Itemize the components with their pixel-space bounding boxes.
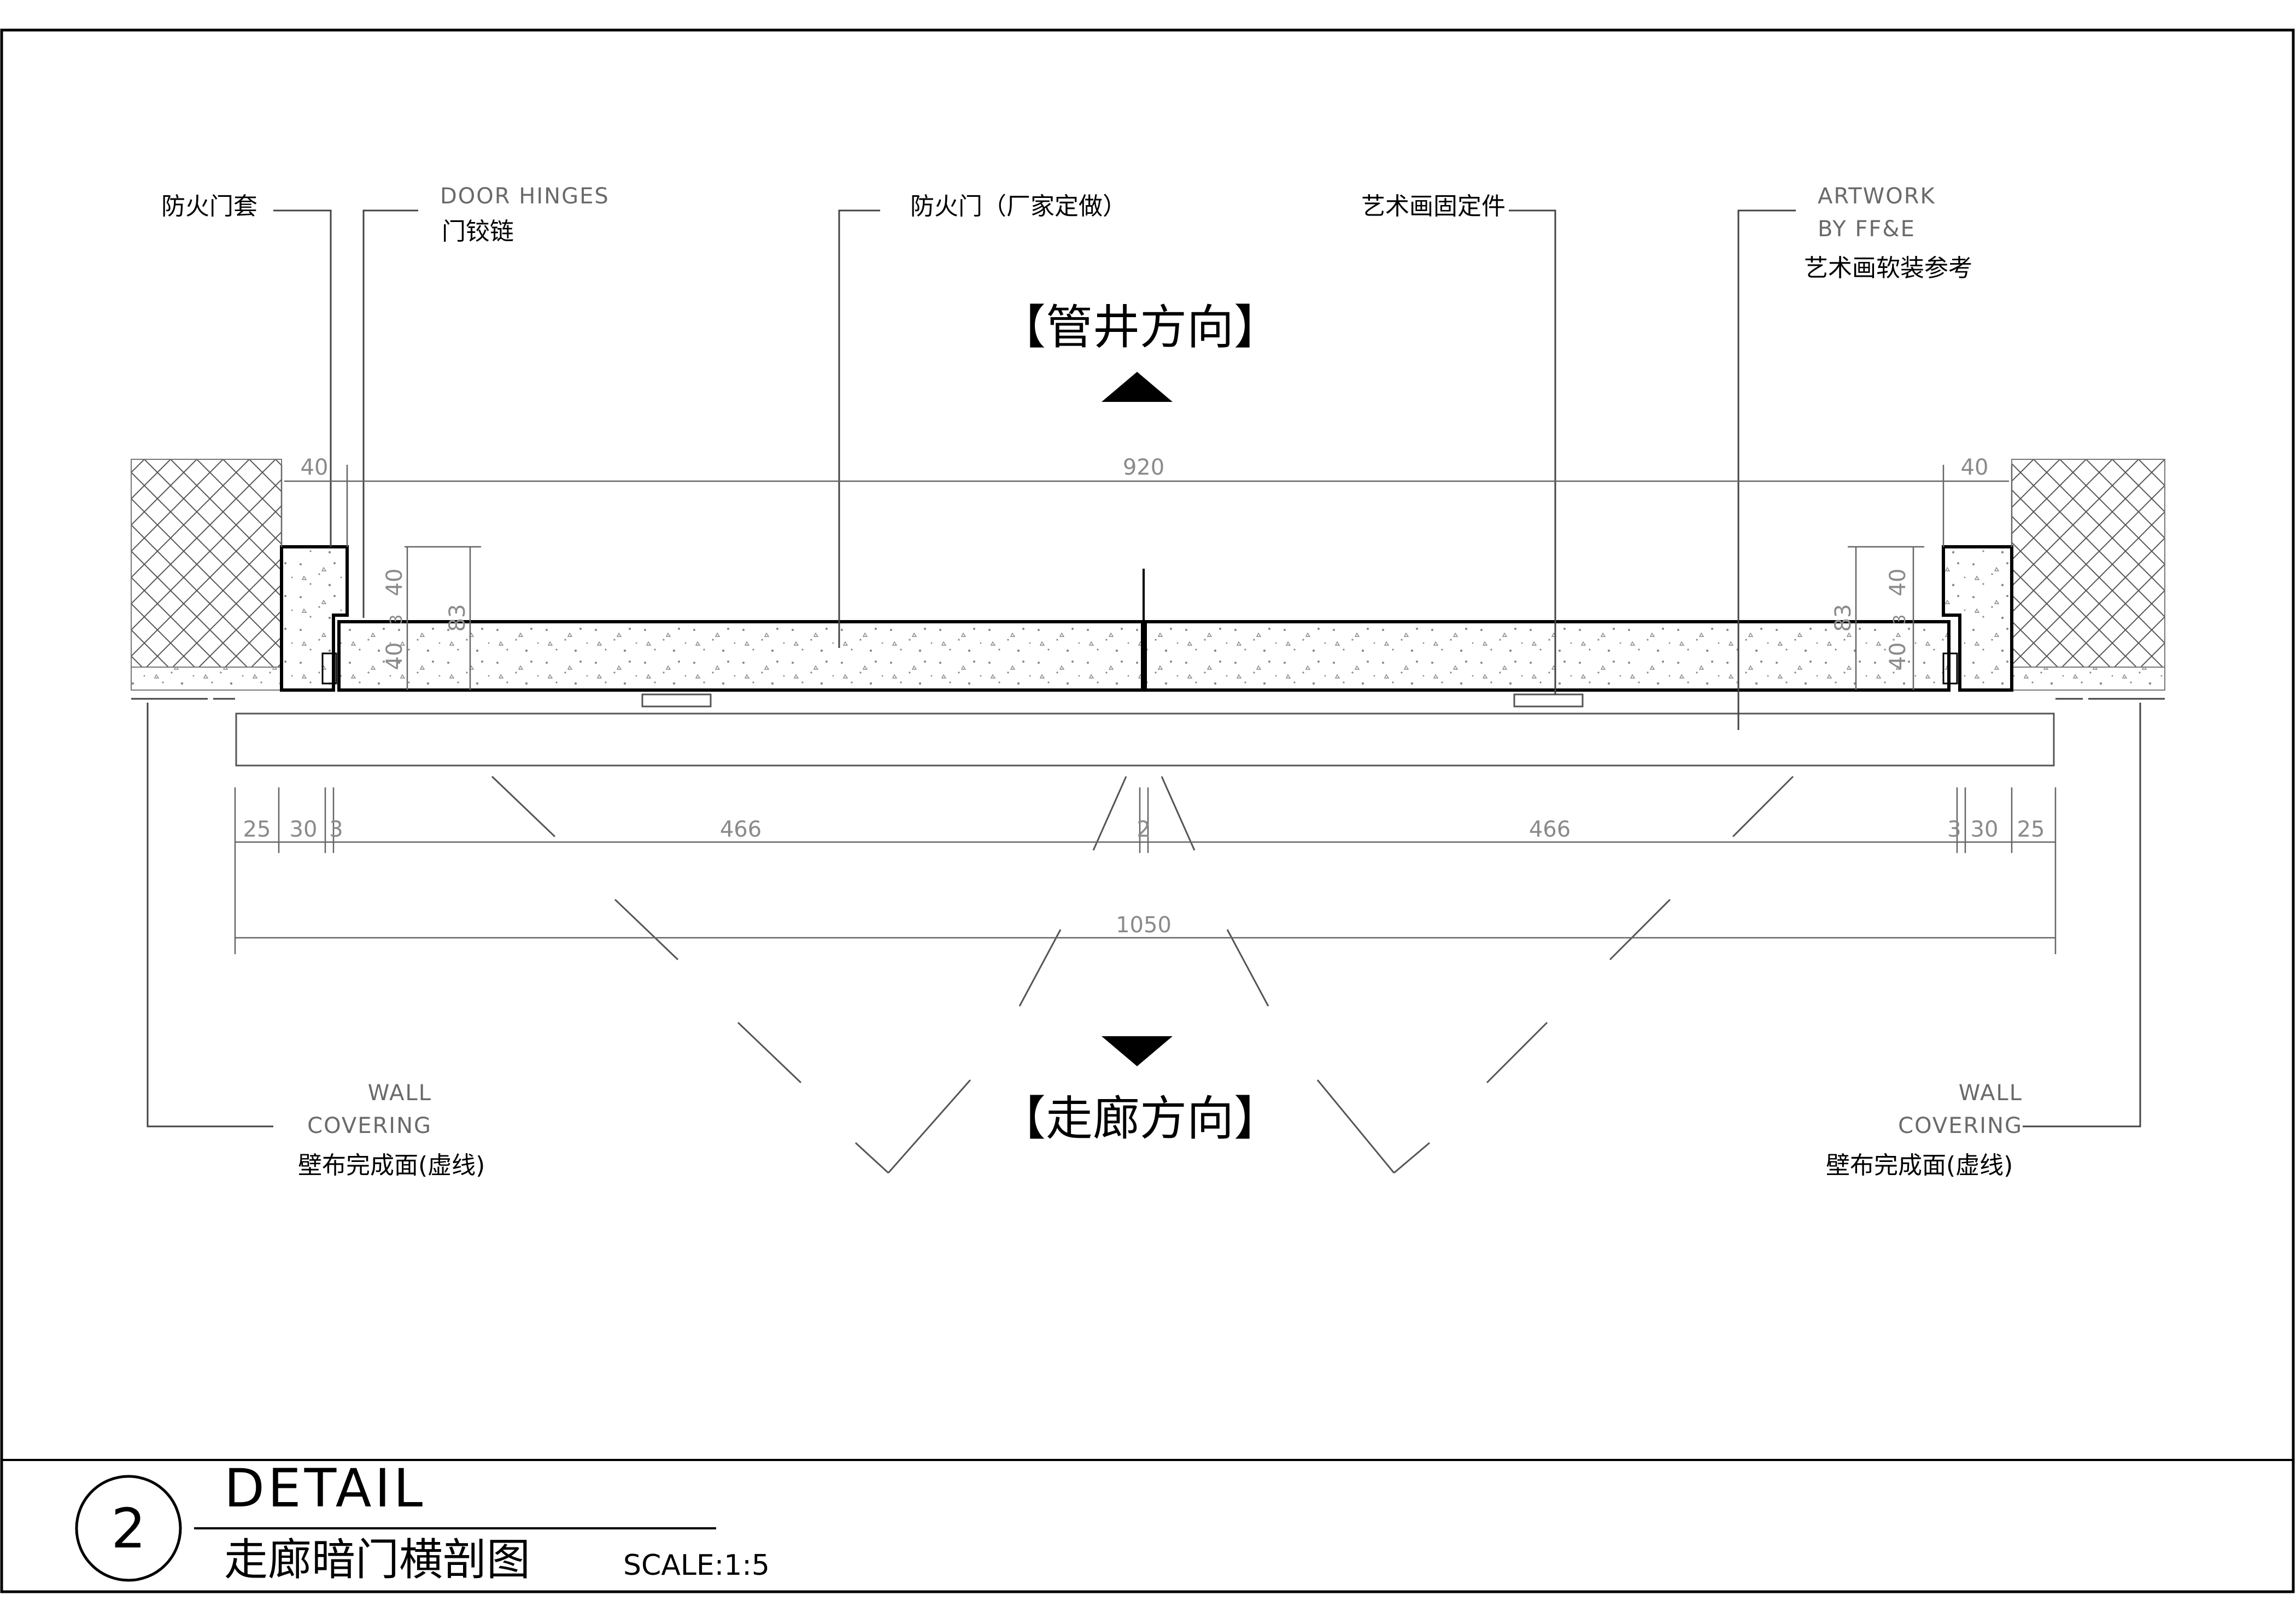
arrow-down-icon: [1102, 1036, 1173, 1066]
label-art-fix: 艺术画固定件: [1361, 192, 1506, 220]
door-swing-lines: [491, 775, 1794, 1174]
direction-down: 【走廊方向】: [999, 1091, 1281, 1146]
label-wall-left-en2: COVERING: [307, 1113, 432, 1138]
label-artwork-en2: BY FF&E: [1818, 217, 1916, 242]
detail-number-circle: [75, 1475, 182, 1582]
door-leaf-left: [337, 620, 1144, 692]
detail-number: 2: [111, 1497, 146, 1561]
label-wall-left-en1: WALL: [368, 1080, 432, 1106]
right-door-frame: [1942, 545, 2013, 692]
right-hinge: [1942, 652, 1958, 685]
label-wall-left-cn: 壁布完成面(虚线): [298, 1152, 485, 1179]
dim-v-right-40b: 40: [1885, 642, 1911, 670]
label-wall-right-cn: 壁布完成面(虚线): [1826, 1152, 2013, 1179]
right-wall-base: [2011, 667, 2165, 691]
label-wall-right-en1: WALL: [1959, 1080, 2023, 1106]
right-wall-hatch: [2011, 459, 2165, 668]
sheet-border: [0, 28, 2295, 1593]
dim-top-right: 40: [1961, 455, 1989, 480]
detail-title: DETAIL: [224, 1458, 426, 1519]
dimension-lines: [234, 465, 2057, 954]
dim-v-right-83: 83: [1831, 604, 1856, 632]
left-hinge: [321, 652, 337, 685]
detail-subtitle: 走廊暗门横剖图: [224, 1534, 530, 1585]
left-wall-base: [131, 667, 282, 691]
door-leaf-right: [1144, 620, 1951, 692]
dim-b-25-left: 25: [243, 817, 271, 842]
dim-total: 1050: [1116, 913, 1172, 938]
label-hinges-en: DOOR HINGES: [440, 184, 610, 209]
label-artwork-cn: 艺术画软装参考: [1804, 254, 1972, 282]
arrow-up-icon: [1102, 372, 1173, 402]
label-artwork-en1: ARTWORK: [1818, 184, 1936, 209]
dim-v-left-40b: 40: [382, 642, 407, 670]
detail-scale: SCALE:1:5: [623, 1549, 770, 1582]
leader-lines: [147, 209, 2141, 1128]
dim-top-left: 40: [301, 455, 329, 480]
dim-v-right-3: 3: [1890, 614, 1910, 624]
dim-b-2: 2: [1137, 817, 1150, 842]
dim-b-3-left: 3: [329, 817, 343, 842]
label-hinges-cn: 门铰链: [442, 218, 514, 246]
dim-b-466-right: 466: [1529, 817, 1571, 842]
artwork-panel: [235, 712, 2055, 767]
label-wall-right-en2: COVERING: [1898, 1113, 2023, 1138]
dim-v-left-83: 83: [445, 604, 470, 632]
dim-v-left-3: 3: [387, 614, 406, 624]
left-wall-hatch: [131, 459, 282, 668]
direction-up: 【管井方向】: [999, 300, 1281, 355]
dim-top-mid: 920: [1123, 455, 1164, 480]
dim-v-right-40a: 40: [1885, 569, 1911, 597]
dim-v-left-40a: 40: [382, 569, 407, 597]
dim-b-30-left: 30: [290, 817, 318, 842]
dim-b-466-left: 466: [720, 817, 762, 842]
dim-b-3-right: 3: [1947, 817, 1961, 842]
label-fire-frame: 防火门套: [161, 192, 257, 220]
art-fixing-left: [641, 693, 712, 708]
art-fixing-right: [1513, 693, 1584, 708]
dim-b-25-right: 25: [2017, 817, 2045, 842]
dim-b-30-right: 30: [1971, 817, 1999, 842]
label-fire-door: 防火门（厂家定做）: [910, 192, 1127, 220]
